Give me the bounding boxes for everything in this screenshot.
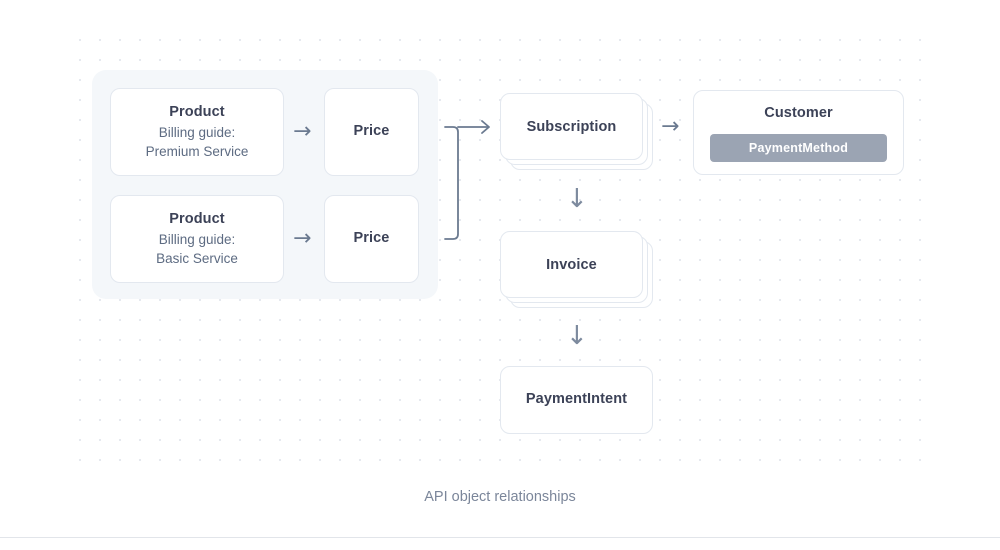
stack-sheet-front: Invoice [500, 231, 643, 298]
node-subscription[interactable]: Subscription [500, 93, 653, 170]
node-customer[interactable]: Customer PaymentMethod [693, 90, 904, 175]
stack-sheet-front: Subscription [500, 93, 643, 160]
diagram-canvas: Product Billing guide: Premium Service P… [70, 30, 932, 505]
node-subtitle-line-2: Premium Service [145, 143, 249, 159]
node-title: Product [169, 104, 225, 121]
arrow-right-icon-product-basic-to-price: → [293, 226, 312, 251]
node-title: Product [169, 211, 225, 228]
figure-caption: API object relationships [424, 489, 576, 505]
badge-payment-method[interactable]: PaymentMethod [710, 133, 887, 162]
node-title: Invoice [546, 256, 597, 273]
node-title: Subscription [526, 118, 617, 135]
bottom-divider [0, 537, 1000, 538]
node-title: Customer [764, 105, 833, 121]
node-subtitle-line-1: Billing guide: [158, 231, 236, 247]
node-title: PaymentIntent [525, 391, 628, 408]
node-product-premium[interactable]: Product Billing guide: Premium Service [110, 88, 284, 176]
node-payment-intent[interactable]: PaymentIntent [500, 366, 653, 434]
arrow-down-icon-subscription-to-invoice: ↓ [566, 184, 588, 214]
node-price-basic[interactable]: Price [324, 195, 419, 283]
node-product-basic[interactable]: Product Billing guide: Basic Service [110, 195, 284, 283]
arrow-down-icon-invoice-to-payment-intent: ↓ [566, 321, 588, 351]
bracket-right-icon-prices-to-subscription [444, 120, 490, 240]
node-subtitle-line-2: Basic Service [156, 250, 238, 266]
node-title: Price [353, 123, 390, 140]
node-price-premium[interactable]: Price [324, 88, 419, 176]
node-title: Price [353, 230, 390, 247]
arrow-right-icon-subscription-to-customer: → [661, 114, 680, 139]
node-subtitle-line-1: Billing guide: [158, 124, 236, 140]
node-invoice[interactable]: Invoice [500, 231, 653, 308]
arrow-right-icon-product-premium-to-price: → [293, 119, 312, 144]
